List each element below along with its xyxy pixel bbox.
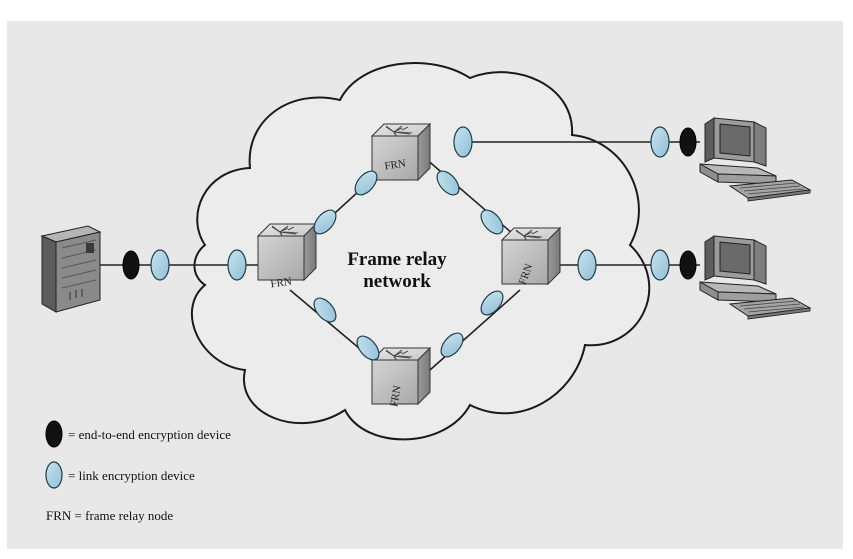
e2e-encryption-devices	[122, 127, 697, 280]
legend-e2e-label: = end-to-end encryption device	[68, 427, 231, 442]
frn-label: FRN	[270, 276, 293, 291]
frn-label: FRN	[384, 158, 407, 173]
e2e-device-top-pc	[679, 127, 697, 157]
frn-node-bottom: FRN	[371, 347, 431, 408]
link-device-left-bottom-a	[313, 297, 337, 323]
link-device-right-node	[577, 249, 597, 281]
frn-node-right: FRN	[501, 227, 561, 286]
link-device-left-node	[227, 249, 247, 281]
cloud-title-line2: network	[363, 271, 431, 292]
legend-e2e-icon	[45, 420, 63, 448]
e2e-device-bottom-pc	[679, 250, 697, 280]
frn-node-top: FRN	[371, 123, 431, 181]
network-cloud	[190, 61, 651, 441]
link-device-top-right-b	[480, 209, 504, 235]
server-icon	[40, 225, 102, 313]
legend: = end-to-end encryption device = link en…	[45, 420, 231, 523]
link-device-right-bottom-b	[440, 332, 464, 358]
e2e-device-server	[122, 250, 140, 280]
link-device-top-left-b	[313, 209, 337, 235]
link-encryption-devices	[150, 126, 670, 361]
link-device-server	[150, 249, 170, 281]
frn-label: FRN	[388, 385, 404, 408]
legend-link-icon	[45, 461, 63, 489]
legend-frn-label: FRN = frame relay node	[46, 508, 173, 523]
legend-link-label: = link encryption device	[68, 468, 195, 483]
link-device-left-bottom-b	[356, 335, 380, 361]
link-device-top-left-a	[354, 170, 378, 196]
link-device-top-right-a	[436, 170, 460, 196]
link-device-right-bottom-a	[480, 290, 504, 316]
link-device-top-node-right	[453, 126, 473, 158]
frn-node-left: FRN	[257, 223, 317, 291]
link-device-bottom-pc	[650, 249, 670, 281]
link-device-top-pc	[650, 126, 670, 158]
cloud-title-line1: Frame relay	[347, 249, 447, 270]
